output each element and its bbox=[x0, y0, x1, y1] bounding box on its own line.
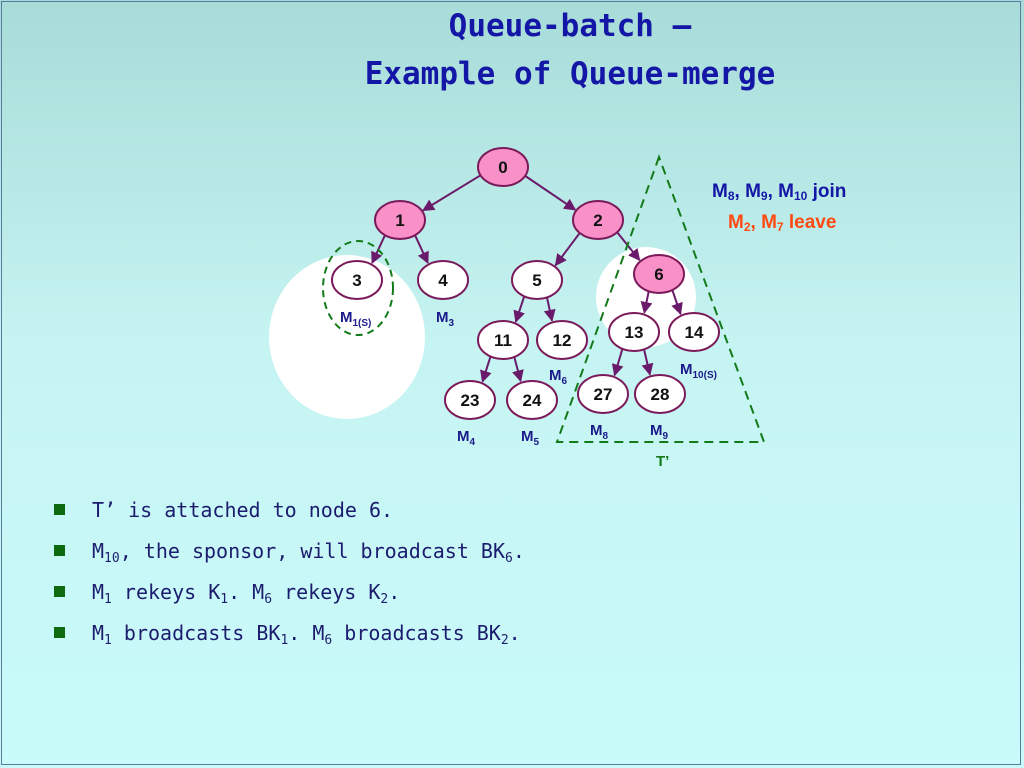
tree-node-circle bbox=[506, 380, 558, 420]
tree-node-circle bbox=[444, 380, 496, 420]
bullet-item-1: T’ is attached to node 6. bbox=[54, 492, 525, 533]
bullet-square-icon bbox=[54, 586, 65, 597]
tree-node-23: 23 bbox=[444, 380, 496, 420]
tree-node-circle bbox=[477, 147, 529, 187]
slide-title-line1: Queue-batch – bbox=[448, 8, 692, 44]
tree-edge-6-14 bbox=[671, 289, 683, 316]
tree-node-14: 14 bbox=[668, 312, 720, 352]
bullet-item-4: M1 broadcasts BK1. M6 broadcasts BK2. bbox=[54, 615, 525, 656]
tree-node-label: 14 bbox=[685, 323, 704, 342]
member-label-node-3: M1(S) bbox=[340, 309, 371, 329]
member-label-node-24: M5 bbox=[521, 428, 540, 448]
leave-m2: 7 bbox=[776, 220, 784, 234]
tree-node-1: 1 bbox=[374, 200, 426, 240]
tree-node-circle bbox=[608, 312, 660, 352]
member-label-node-27: M8 bbox=[590, 422, 609, 442]
tree-node-label: 3 bbox=[352, 271, 361, 290]
bullet-square-icon bbox=[54, 545, 65, 556]
member-label-node-4: M3 bbox=[436, 309, 455, 329]
tree-node-24: 24 bbox=[506, 380, 558, 420]
tree-node-circle bbox=[536, 320, 588, 360]
tree-node-label: 11 bbox=[494, 331, 512, 350]
tree-edge-0-1 bbox=[422, 174, 481, 212]
tree-edge-6-13 bbox=[640, 291, 653, 314]
tree-node-circle bbox=[668, 312, 720, 352]
bullet-list: T’ is attached to node 6.M10, the sponso… bbox=[54, 492, 525, 656]
tree-node-circle bbox=[577, 374, 629, 414]
join-m2: 9 bbox=[760, 189, 768, 203]
tree-edge-0-2 bbox=[525, 175, 577, 211]
tree-node-circle bbox=[511, 260, 563, 300]
tree-node-5: 5 bbox=[511, 260, 563, 300]
leave-m1: 2 bbox=[743, 220, 751, 234]
bullet-square-icon bbox=[54, 504, 65, 515]
tree-edge-13-28 bbox=[641, 349, 654, 376]
bullet-item-3: M1 rekeys K1. M6 rekeys K2. bbox=[54, 574, 525, 615]
tree-node-label: 6 bbox=[654, 265, 663, 284]
tree-node-label: 13 bbox=[625, 323, 644, 342]
join-m1: 8 bbox=[727, 189, 735, 203]
tree-node-27: 27 bbox=[577, 374, 629, 414]
tree-node-label: 0 bbox=[498, 158, 507, 177]
tree-node-12: 12 bbox=[536, 320, 588, 360]
tree-node-6: 6 bbox=[633, 254, 685, 294]
tree-node-label: 23 bbox=[461, 391, 480, 410]
tree-node-label: 28 bbox=[651, 385, 670, 404]
member-label-node-23: M4 bbox=[457, 428, 476, 448]
tree-edge-2-5 bbox=[554, 232, 581, 267]
join-event-text: M8, M9, M10 join bbox=[712, 181, 847, 203]
tree-edge-11-24 bbox=[512, 356, 524, 383]
member-label-node-28: M9 bbox=[650, 422, 669, 442]
tree-node-label: 2 bbox=[593, 211, 602, 230]
tree-node-circle bbox=[477, 320, 529, 360]
removed-subtree-highlight-left bbox=[269, 255, 425, 419]
tree-node-label: 24 bbox=[523, 391, 542, 410]
join-word: join bbox=[807, 181, 847, 202]
tree-node-circle bbox=[633, 254, 685, 294]
tree-node-label: 27 bbox=[594, 385, 613, 404]
tree-node-label: 5 bbox=[532, 271, 541, 290]
member-label-node-12: M6 bbox=[549, 367, 568, 387]
tree-node-circle bbox=[374, 200, 426, 240]
tprime-label: T’ bbox=[656, 453, 669, 470]
bullet-item-2: M10, the sponsor, will broadcast BK6. bbox=[54, 533, 525, 574]
tree-node-28: 28 bbox=[634, 374, 686, 414]
tree-node-label: 12 bbox=[553, 331, 572, 350]
leave-event-text: M2, M7 leave bbox=[728, 212, 837, 234]
tree-node-13: 13 bbox=[608, 312, 660, 352]
slide-title-line2: Example of Queue-merge bbox=[364, 56, 776, 92]
tree-node-circle bbox=[634, 374, 686, 414]
tree-node-2: 2 bbox=[572, 200, 624, 240]
join-m3: 10 bbox=[793, 189, 808, 203]
tree-edge-11-23 bbox=[480, 356, 492, 383]
tree-edge-13-27 bbox=[611, 348, 624, 377]
tree-node-11: 11 bbox=[477, 320, 529, 360]
tree-edge-5-12 bbox=[543, 297, 556, 322]
sponsor-dashed-ring bbox=[322, 240, 394, 336]
member-label-node-14: M10(S) bbox=[680, 361, 717, 381]
tree-node-circle bbox=[417, 260, 469, 300]
tree-node-0: 0 bbox=[477, 147, 529, 187]
tree-node-4: 4 bbox=[417, 260, 469, 300]
tree-edge-1-4 bbox=[414, 235, 429, 265]
tree-node-circle bbox=[572, 200, 624, 240]
tree-node-label: 1 bbox=[395, 211, 404, 230]
bullet-square-icon bbox=[54, 627, 65, 638]
tree-edge-5-11 bbox=[513, 296, 526, 323]
tree-node-label: 4 bbox=[438, 271, 448, 290]
tree-node-3: 3 bbox=[331, 260, 383, 300]
tprime-subtree-triangle bbox=[555, 154, 766, 443]
tree-node-circle bbox=[331, 260, 383, 300]
tree-edge-2-6 bbox=[616, 231, 641, 262]
leave-word: leave bbox=[783, 212, 837, 233]
